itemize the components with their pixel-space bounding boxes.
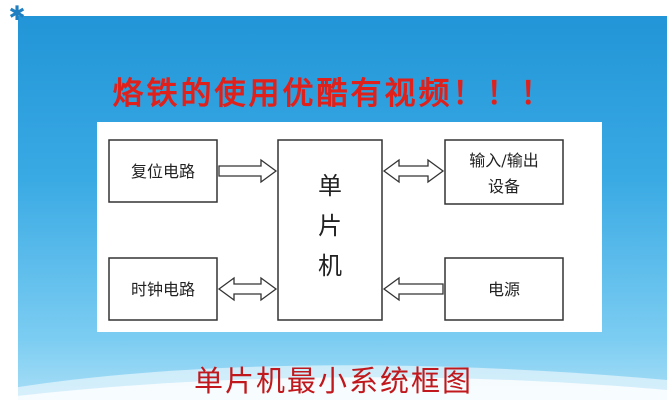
reset-circuit-label: 复位电路 <box>131 162 195 181</box>
clock-circuit-box <box>108 257 218 321</box>
io-device-label-line2: 设备 <box>488 177 520 196</box>
mcu-io-double-arrow <box>382 158 445 184</box>
mcu-label-1: 单 <box>318 172 342 200</box>
star-icon: ✱ <box>8 1 26 25</box>
top-border <box>0 0 667 16</box>
reset-circuit-box <box>108 139 218 203</box>
io-device-box <box>444 139 564 205</box>
diagram-caption: 单片机最小系统框图 <box>193 364 473 398</box>
left-border <box>0 0 18 400</box>
io-device-label-line1: 输入/输出 <box>469 151 538 170</box>
headline: 烙铁的使用优酷有视频！！！ <box>112 76 555 112</box>
mcu-label-2: 片 <box>318 212 342 240</box>
power-box <box>444 257 564 321</box>
mcu-box <box>277 139 383 321</box>
clock-mcu-double-arrow <box>217 276 278 302</box>
bottom-wave-decoration <box>0 365 667 400</box>
clock-circuit-label: 时钟电路 <box>131 280 195 299</box>
block-diagram: 复位电路 时钟电路 单 片 机 输入/输出 设备 电源 <box>97 122 602 332</box>
power-label: 电源 <box>488 280 520 299</box>
reset-to-mcu-arrow <box>218 158 278 184</box>
mcu-label-3: 机 <box>318 252 342 280</box>
power-to-mcu-arrow <box>382 276 444 302</box>
